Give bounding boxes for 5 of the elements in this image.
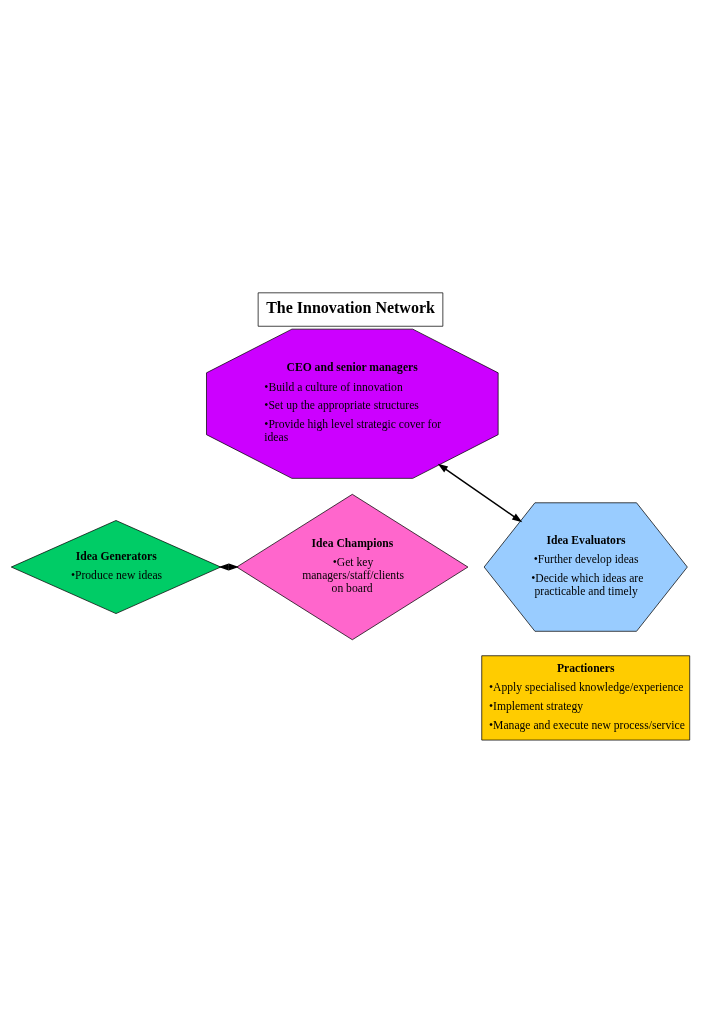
node-diamond: Idea Champions •Get key managers/staff/clients on board [236,493,469,641]
node-diamond: Idea Generators •Produce new ideas [10,520,222,614]
node-box: Practioners •Apply specialised knowledge/experience •Implement strategy •Manage and execute new process/service [481,655,691,741]
diagram-title: The Innovation Network [266,298,435,316]
arrow [437,463,523,523]
